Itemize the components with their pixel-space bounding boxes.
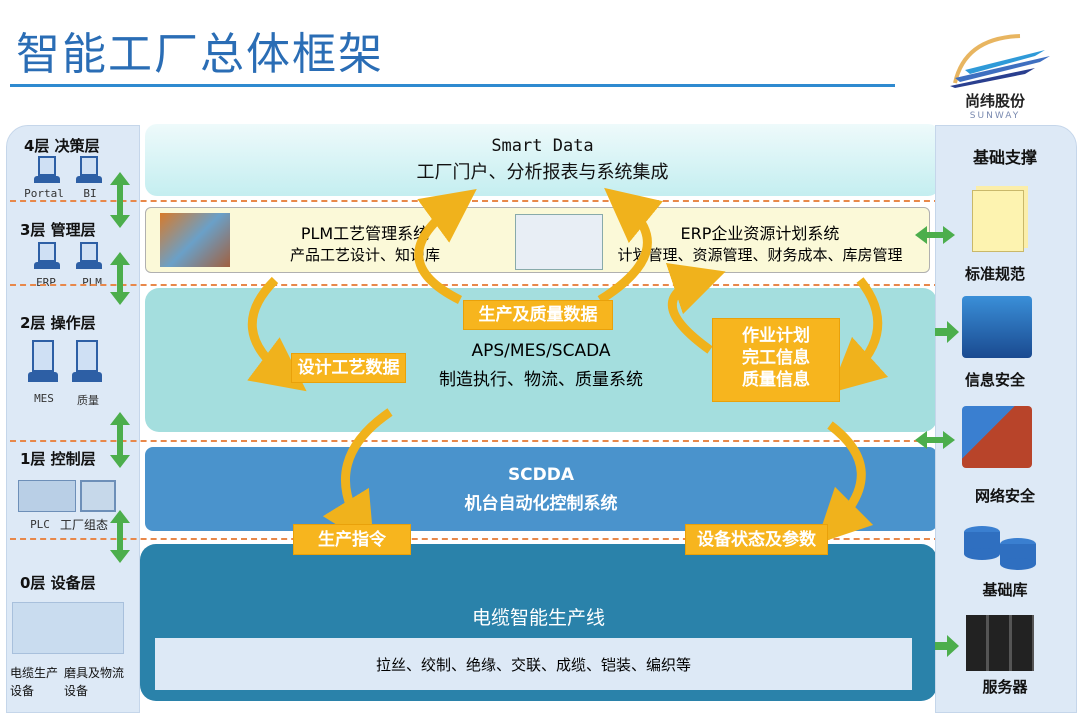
support-item-info-security: 信息安全	[964, 371, 1025, 389]
logo-mark-icon	[950, 34, 1050, 88]
smart-data-title: Smart Data	[491, 136, 594, 156]
layer-1-label: 1层 控制层	[20, 450, 96, 468]
double-arrow-icon	[915, 226, 955, 244]
quality-label: 质量	[77, 394, 99, 407]
flow-arrow	[597, 187, 663, 304]
aps-title: APS/MES/SCADA	[471, 340, 611, 361]
layer-divider	[10, 440, 940, 442]
document-icon	[972, 190, 1024, 252]
support-item-server: 服务器	[982, 678, 1028, 696]
firewall-icon	[962, 406, 1032, 468]
double-arrow-icon	[110, 412, 130, 468]
computer-icon	[28, 340, 58, 382]
layer-divider	[10, 284, 940, 286]
flow-arrow	[322, 408, 393, 549]
computer-icon	[34, 156, 60, 183]
flow-label-equipment-status: 设备状态及参数	[685, 524, 828, 555]
process-list-text: 拉丝、绞制、绝缘、交联、成缆、铠装、编织等	[375, 655, 691, 674]
plc-icon	[18, 480, 76, 512]
scdda-layer: SCDDA 机台自动化控制系统	[145, 447, 937, 531]
scdda-subtitle: 机台自动化控制系统	[464, 493, 618, 514]
computer-icon	[76, 156, 102, 183]
arrow-right-icon	[935, 635, 959, 657]
layer-link-arrows	[110, 172, 130, 563]
erp-title: ERP企业资源计划系统	[680, 224, 840, 243]
page-title: 智能工厂总体框架	[16, 29, 384, 80]
flow-arrow	[414, 189, 477, 305]
double-arrow-icon	[110, 172, 130, 228]
computer-icon	[76, 242, 102, 269]
mes-label: MES	[34, 392, 54, 405]
double-arrow-icon	[915, 431, 955, 449]
logo: 尚纬股份 SUNWAY	[925, 28, 1065, 121]
double-arrow-icon	[110, 510, 130, 563]
flow-label-plan-info: 作业计划 完工信息 质量信息	[712, 318, 840, 402]
mold-logistics-label: 磨具及物流设备	[64, 666, 125, 698]
layer-2-label: 2层 操作层	[20, 314, 96, 332]
layer-0-label: 0层 设备层	[20, 574, 96, 592]
process-list: 拉丝、绞制、绝缘、交联、成缆、铠装、编织等	[155, 638, 912, 690]
plan-line: 作业计划	[742, 326, 810, 346]
logo-name-en: SUNWAY	[969, 111, 1021, 121]
database-icon	[964, 526, 1036, 570]
bi-label: BI	[83, 187, 97, 200]
lock-screen-icon	[962, 296, 1032, 358]
finish-line: 完工信息	[742, 348, 810, 368]
support-item-base-library: 基础库	[982, 581, 1028, 599]
layer-divider	[10, 538, 940, 540]
computer-icon	[72, 340, 102, 382]
aps-subtitle: 制造执行、物流、质量系统	[439, 369, 643, 390]
portal-label: Portal	[24, 187, 64, 200]
hmi-icon	[80, 480, 116, 512]
plc-label: PLC	[30, 518, 50, 531]
plm-subtitle: 产品工艺设计、知识库	[289, 246, 440, 264]
arrow-right-icon	[935, 321, 959, 343]
layer-4-label: 4层 决策层	[24, 137, 100, 155]
flow-label-production-quality: 生产及质量数据	[463, 300, 613, 330]
flow-arrow	[829, 277, 889, 394]
server-icon	[966, 615, 1034, 671]
flow-label-design-process: 设计工艺数据	[291, 353, 406, 383]
title-underline	[10, 84, 895, 87]
erp-system: ERP企业资源计划系统 计划管理、资源管理、财务成本、库房管理	[600, 220, 920, 265]
plm-title: PLM工艺管理系统	[300, 224, 430, 243]
erp-screenshot	[515, 214, 603, 270]
cable-equipment-label: 电缆生产设备	[10, 666, 59, 698]
equipment-image	[12, 602, 124, 654]
computer-icon	[34, 242, 60, 269]
flow-label-production-order: 生产指令	[293, 524, 411, 555]
quality-line: 质量信息	[742, 370, 810, 390]
logo-name-cn: 尚纬股份	[964, 92, 1025, 110]
production-line-title: 电缆智能生产线	[471, 607, 605, 629]
double-arrow-icon	[110, 252, 130, 305]
plm-system: PLM工艺管理系统 产品工艺设计、知识库	[280, 220, 450, 265]
flow-arrow	[665, 262, 726, 354]
flow-arrow	[815, 421, 874, 545]
config-label: 工厂组态	[60, 518, 109, 532]
scdda-title: SCDDA	[507, 464, 575, 485]
smart-data-subtitle: 工厂门户、分析报表与系统集成	[416, 162, 669, 183]
support-link-arrows	[915, 226, 959, 657]
flow-arrow	[247, 276, 307, 392]
smart-data-layer: Smart Data 工厂门户、分析报表与系统集成	[145, 124, 940, 196]
layer-3-label: 3层 管理层	[20, 221, 96, 239]
support-title: 基础支撑	[972, 148, 1037, 167]
plm-screenshot	[160, 213, 230, 267]
support-item-network-security: 网络安全	[974, 487, 1035, 505]
support-item-standards: 标准规范	[964, 265, 1025, 283]
erp-subtitle: 计划管理、资源管理、财务成本、库房管理	[617, 246, 903, 264]
